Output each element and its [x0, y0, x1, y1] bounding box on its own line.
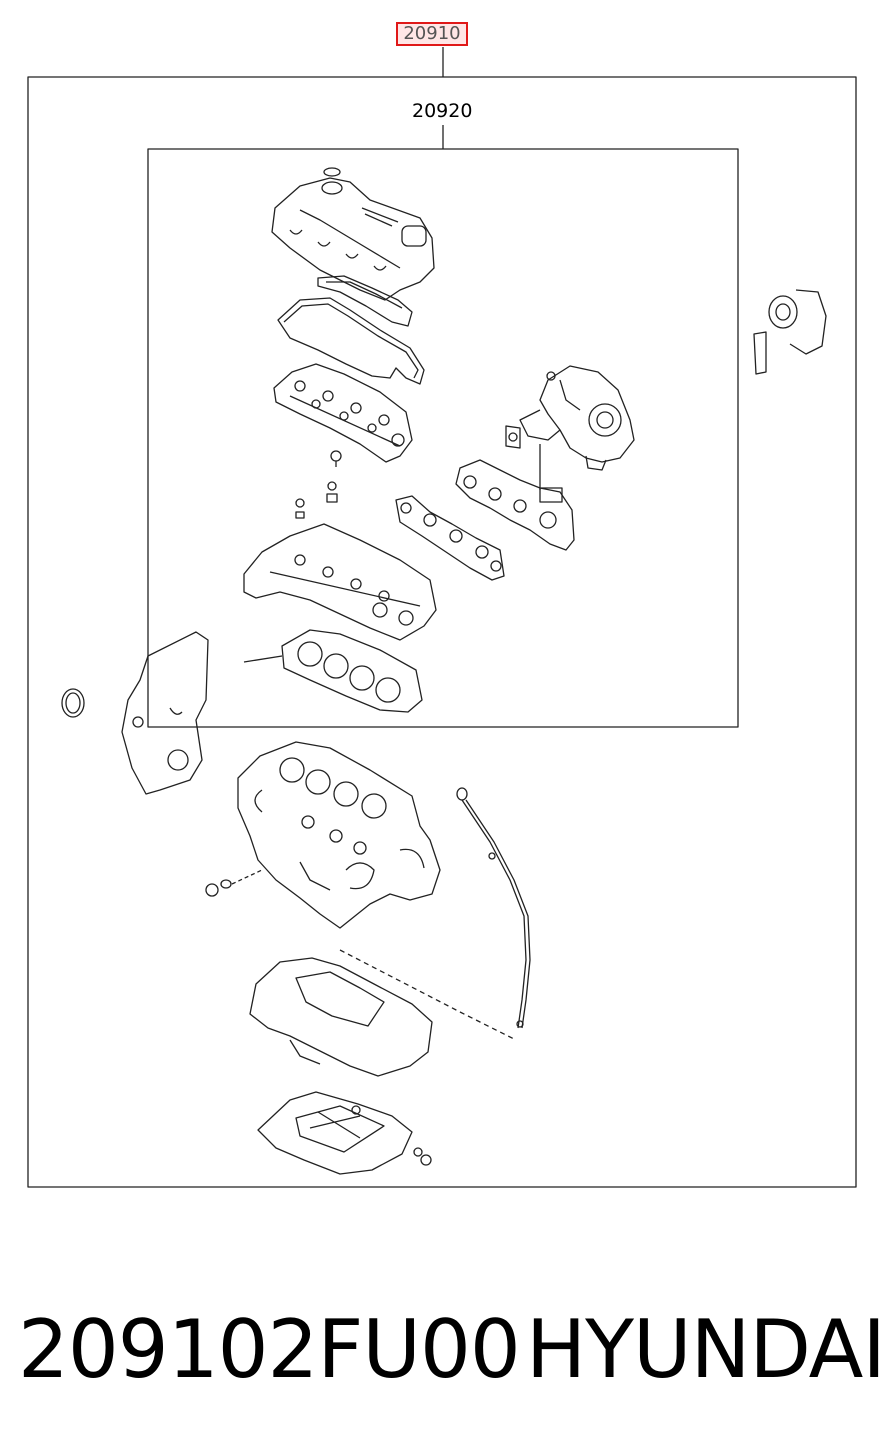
small-fittings: [296, 451, 341, 518]
oil-pan-lower: [258, 1092, 431, 1174]
brand-name: HYUNDAI: [526, 1303, 886, 1396]
cylinder-head-cover: [272, 168, 434, 300]
head-cover-gasket: [318, 276, 412, 326]
cylinder-block: [238, 742, 440, 928]
cylinder-head-gasket: [244, 630, 422, 712]
timing-cover: [122, 632, 208, 794]
part-number: 209102FU00: [18, 1303, 521, 1396]
rocker-cover-gasket: [278, 298, 424, 384]
callout-assembly-ref: 20910: [396, 22, 468, 46]
crankshaft-oil-seal: [62, 689, 84, 717]
water-pump-pulley: [754, 290, 826, 374]
callout-inner-set-ref: 20920: [412, 100, 473, 122]
footer-caption: 209102FU00 HYUNDAI: [18, 1300, 886, 1400]
outer-kit-frame: [28, 77, 856, 1187]
oil-pan-upper: [250, 950, 516, 1076]
camshaft-carrier: [274, 364, 412, 462]
exhaust-manifold-gasket: [396, 496, 504, 580]
exhaust-manifold: [456, 460, 574, 550]
turbo-gasket: [506, 426, 520, 448]
turbocharger: [520, 366, 634, 470]
inner-set-frame: [148, 149, 738, 727]
cylinder-head: [244, 524, 436, 640]
block-fittings: [206, 870, 262, 896]
oil-dipstick: [457, 788, 530, 1028]
